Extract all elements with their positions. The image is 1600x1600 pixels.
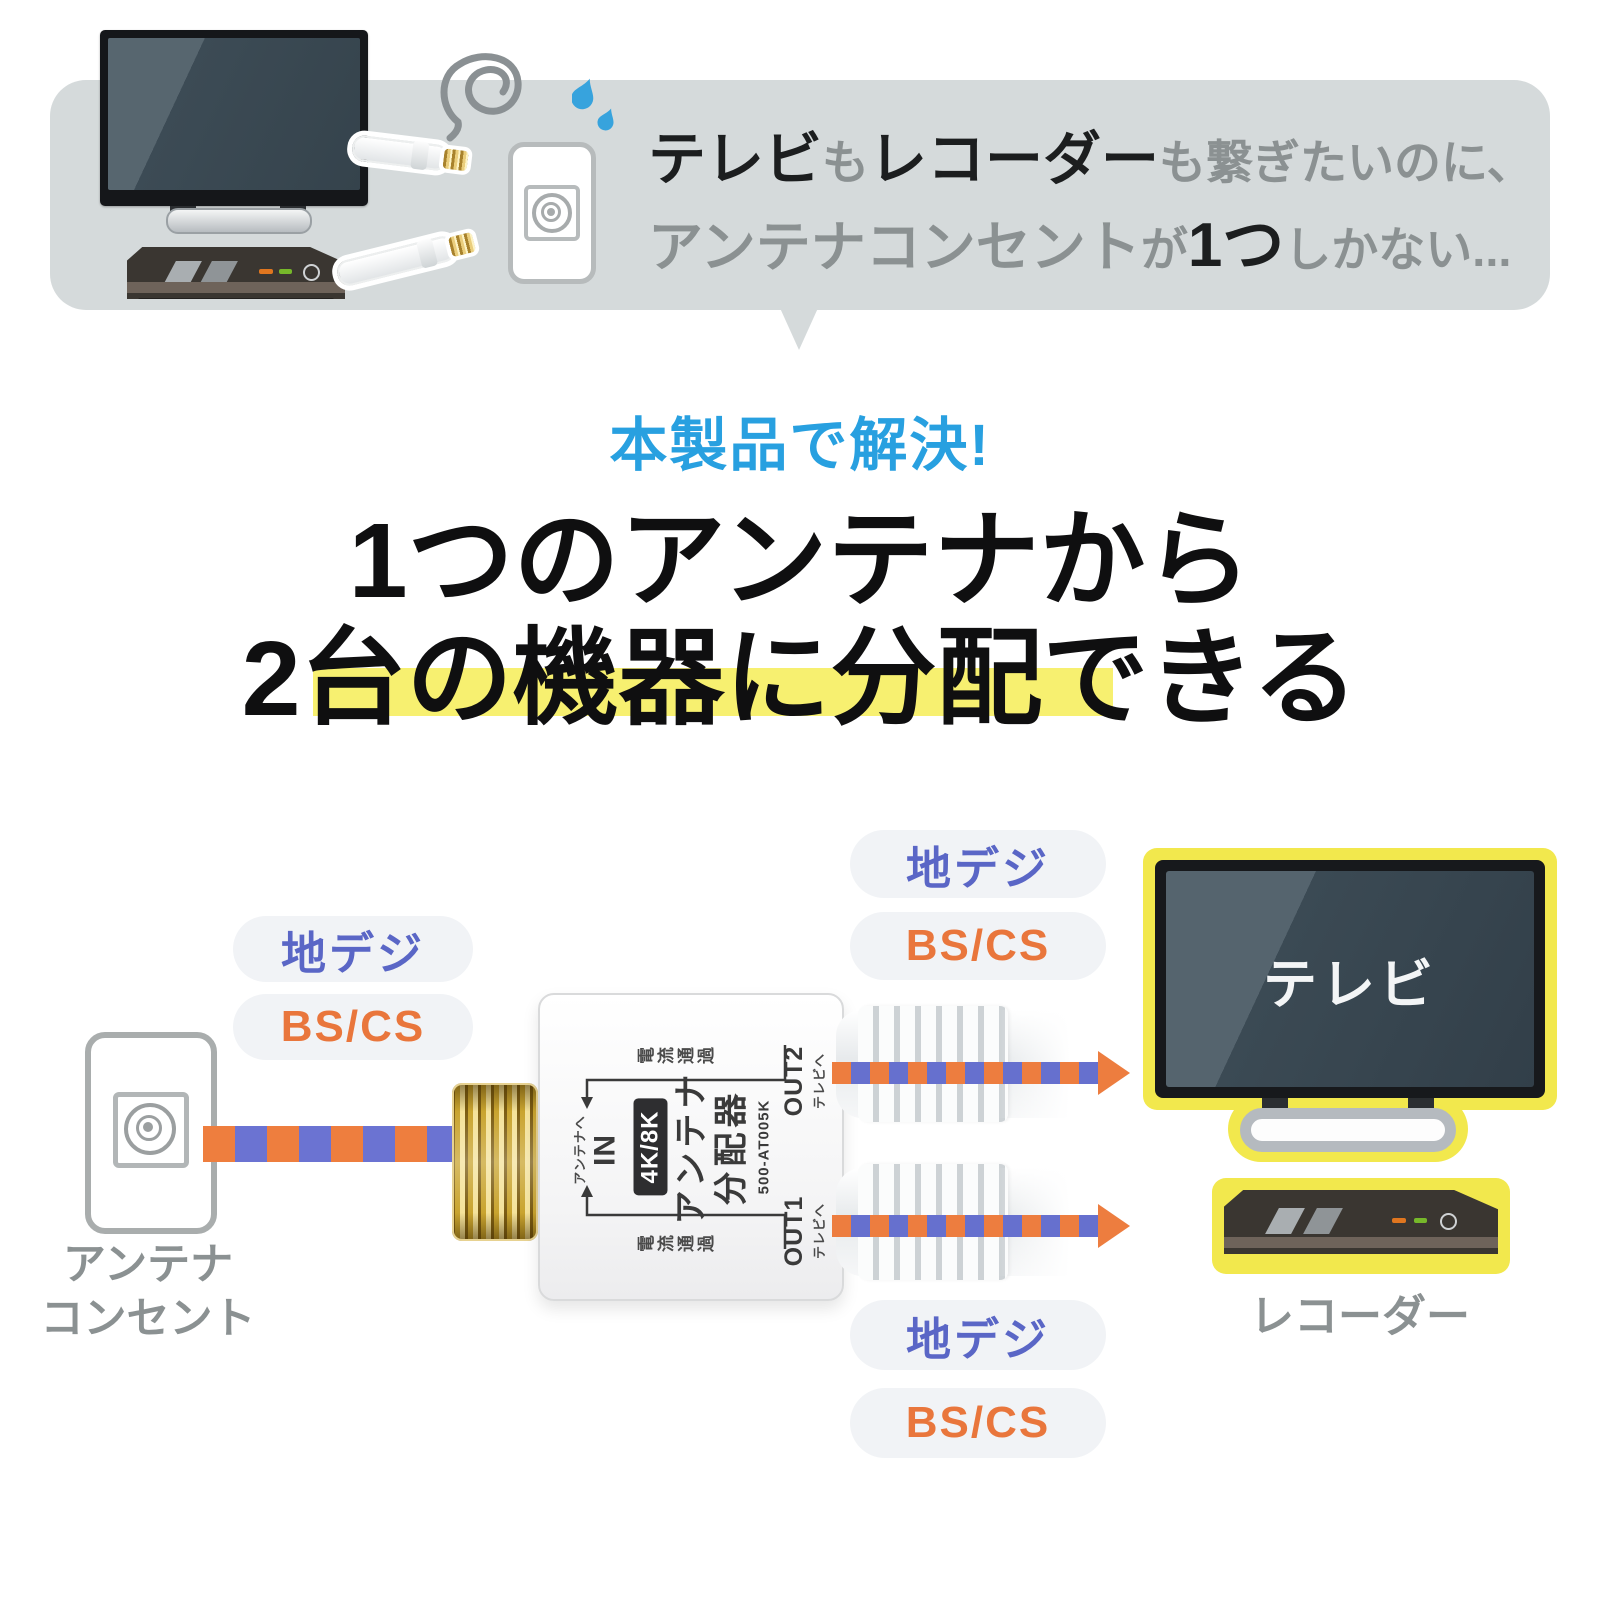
signal-pill-satellite: BS/CS bbox=[233, 994, 473, 1060]
tangled-cable-icon bbox=[440, 53, 522, 142]
headline-line1: 1つのアンテナから bbox=[348, 502, 1252, 620]
arrow-head-out2 bbox=[1098, 1051, 1130, 1095]
recorder-led-green bbox=[279, 269, 292, 274]
recorder-front-strip bbox=[1224, 1237, 1498, 1248]
striped-arrow-band-out2 bbox=[832, 1062, 1098, 1084]
in-port-label: アンテナへ IN bbox=[572, 1115, 622, 1185]
outlet-square bbox=[113, 1092, 189, 1168]
signal-pill-satellite: BS/CS bbox=[850, 912, 1106, 980]
recorder-led-orange bbox=[259, 269, 273, 274]
tv-stand bbox=[1240, 1108, 1456, 1152]
sweat-drops-icon bbox=[572, 78, 614, 131]
panel-tail-pointer bbox=[780, 308, 818, 350]
recorder-illustration bbox=[1224, 1190, 1498, 1254]
out1-port-label: OUT1 テレビへ bbox=[780, 1195, 827, 1267]
recorder-caption: レコーダー bbox=[1250, 1292, 1470, 1341]
recorder-stripe bbox=[1265, 1208, 1305, 1234]
outlet-square bbox=[524, 185, 580, 241]
signal-pill-terrestrial: 地デジ bbox=[850, 830, 1106, 898]
problem-text-line1: テレビもレコーダーも繋ぎたいのに、 bbox=[648, 127, 1534, 192]
signal-pill-terrestrial: 地デジ bbox=[850, 1300, 1106, 1370]
outlet-ring-inner bbox=[541, 202, 561, 222]
gold-f-connector bbox=[452, 1083, 538, 1241]
outlet-center-dot bbox=[547, 208, 555, 216]
yellow-highlight bbox=[313, 668, 1113, 716]
tv-screen: テレビ bbox=[1166, 871, 1534, 1087]
recorder-power-button-icon bbox=[303, 264, 320, 281]
tv-label: テレビ bbox=[1263, 954, 1437, 1015]
tv-screen-small bbox=[108, 38, 360, 190]
outlet-ring-outer bbox=[124, 1103, 176, 1155]
arrow-head-out1 bbox=[1098, 1204, 1130, 1248]
recorder-illustration-small bbox=[127, 247, 345, 299]
outlet-caption: アンテナ コンセント bbox=[40, 1241, 256, 1343]
current-pass-label-bottom: 電流通過 bbox=[637, 1235, 716, 1252]
outlet-center-dot bbox=[143, 1122, 153, 1132]
outlet-ring-inner bbox=[136, 1115, 162, 1141]
problem-word-recorder: レコーダー bbox=[869, 127, 1160, 192]
current-pass-arrows bbox=[581, 1045, 787, 1249]
device-nameplate: 4K/8K アンテナ 分配器 500-AT005K bbox=[633, 1070, 773, 1224]
device-model: 500-AT005K bbox=[755, 1099, 773, 1195]
tv-stand-small bbox=[166, 208, 312, 234]
striped-cable-input bbox=[203, 1126, 458, 1162]
problem-word-one: 1つ bbox=[1187, 211, 1285, 280]
problem-text-line2: アンテナコンセントが1つしかない... bbox=[648, 211, 1512, 280]
splitter-device: 電流通過 電流通過 アンテナへ IN 4K/8K アンテナ 分配器 500-AT… bbox=[538, 993, 844, 1301]
recorder-base bbox=[137, 298, 335, 299]
recorder-led-orange bbox=[1392, 1218, 1406, 1223]
antenna-outlet-icon-small bbox=[508, 142, 596, 284]
out2-port-label: OUT2 テレビへ bbox=[780, 1045, 827, 1117]
recorder-led-green bbox=[1414, 1218, 1427, 1223]
signal-pill-satellite: BS/CS bbox=[850, 1388, 1106, 1458]
signal-pill-terrestrial: 地デジ bbox=[233, 916, 473, 982]
current-pass-label-top: 電流通過 bbox=[637, 1047, 716, 1064]
badge-4k8k: 4K/8K bbox=[633, 1098, 668, 1196]
recorder-stripe bbox=[1303, 1208, 1343, 1234]
problem-word-tv: テレビ bbox=[648, 127, 823, 192]
solution-lead: 本製品で解決! bbox=[609, 413, 991, 478]
recorder-front-strip bbox=[127, 282, 345, 293]
antenna-outlet-icon bbox=[85, 1032, 217, 1234]
outlet-ring-outer bbox=[532, 193, 572, 233]
recorder-power-button-icon bbox=[1440, 1213, 1457, 1230]
headline-line2: 2台の機器に分配できる bbox=[241, 620, 1359, 738]
striped-arrow-band-out1 bbox=[832, 1215, 1098, 1237]
